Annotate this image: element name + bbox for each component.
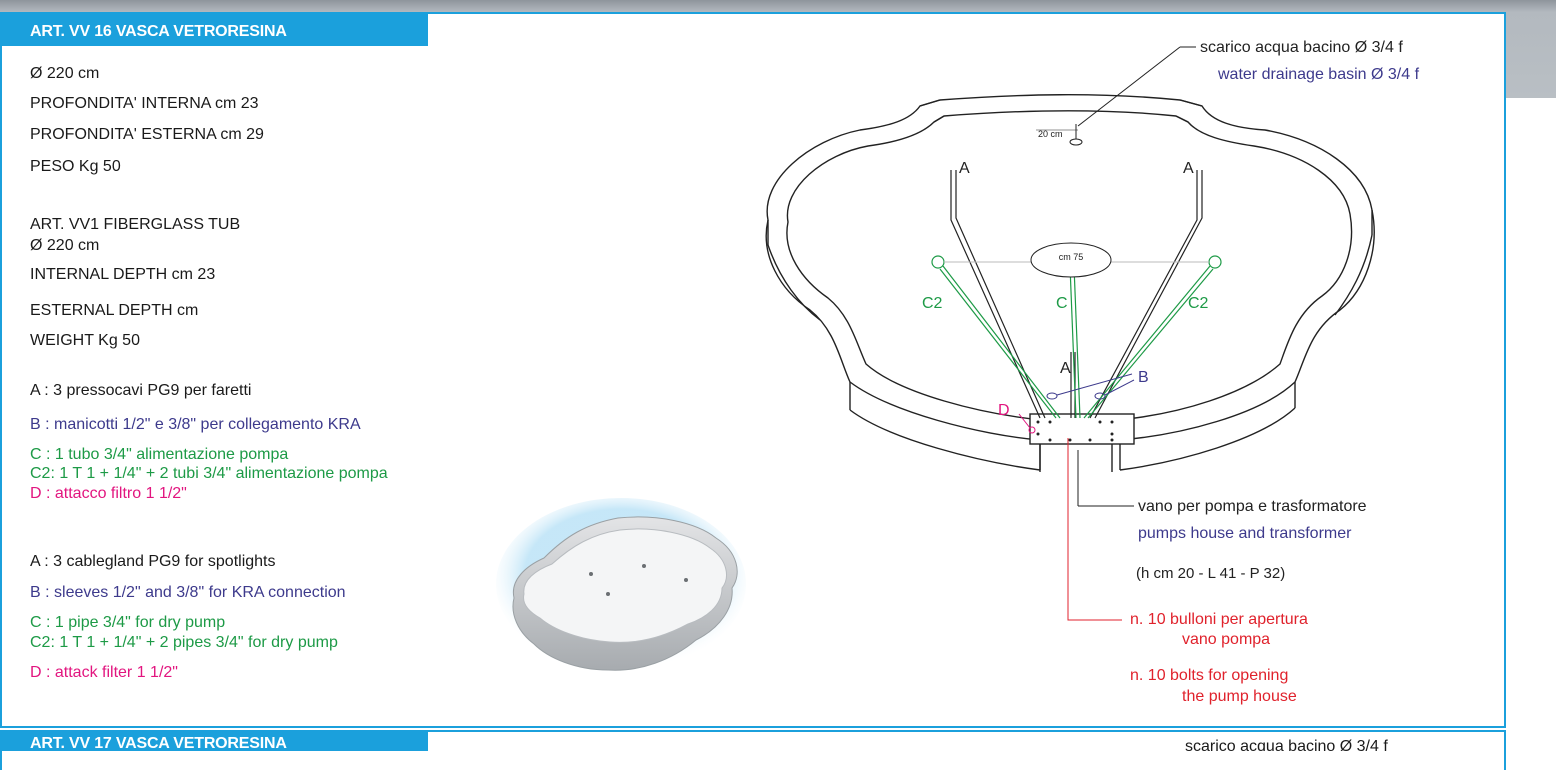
spec-internal-depth-en: INTERNAL DEPTH cm 23: [30, 266, 216, 283]
label-c: C: [1056, 295, 1068, 312]
dim-20-label: 20 cm: [1038, 129, 1063, 139]
legend-c2-it: C2: 1 T 1 + 1/4" + 2 tubi 3/4" alimentaz…: [30, 465, 388, 482]
label-d: D: [998, 402, 1010, 419]
label-a-center: A: [1060, 360, 1071, 377]
pump-house-bolts: [1036, 420, 1114, 442]
sleeves-b: [1046, 373, 1135, 400]
dim-75-bubble: [1030, 242, 1112, 278]
drain-label-en: water drainage basin Ø 3/4 f: [1217, 66, 1420, 83]
spec-internal-depth: PROFONDITA' INTERNA cm 23: [30, 95, 259, 112]
drain-hole: [1069, 138, 1083, 146]
spec-weight: PESO Kg 50: [30, 158, 121, 175]
legend-c-en: C : 1 pipe 3/4" for dry pump: [30, 614, 226, 631]
drain-label-it: scarico acqua bacino Ø 3/4 f: [1200, 39, 1403, 56]
pump-house-dims: (h cm 20 - L 41 - P 32): [1136, 565, 1285, 582]
legend-c2-en: C2: 1 T 1 + 1/4" + 2 pipes 3/4" for dry …: [30, 634, 338, 651]
label-b: B: [1138, 369, 1149, 386]
pump-house-label-en: pumps house and transformer: [1138, 525, 1352, 542]
pump-feed-pipes: [931, 255, 1222, 419]
product-panel-vv16: [0, 12, 1506, 728]
spec-article-en: ART. VV1 FIBERGLASS TUB: [30, 216, 241, 233]
legend-d-en: D : attack filter 1 1/2": [30, 664, 178, 681]
product-title-vv17: ART. VV 17 VASCA VETRORESINA: [0, 732, 428, 751]
legend-a-it: A : 3 pressocavi PG9 per faretti: [30, 382, 252, 399]
spotlight-pipes: [950, 170, 1203, 419]
tub-technical-diagram: cm 75 20 cm A A A C2 C C2 B D scarico ac…: [765, 39, 1420, 705]
product-photo: [496, 498, 746, 671]
bolts-leader: [1067, 438, 1122, 621]
tub-outline: [765, 94, 1375, 472]
drain-leader: [1077, 46, 1181, 127]
dim-75-label: cm 75: [1059, 252, 1084, 262]
label-c2-left: C2: [922, 295, 943, 312]
legend-a-en: A : 3 cablegland PG9 for spotlights: [30, 553, 276, 570]
legend-b-en: B : sleeves 1/2" and 3/8" for KRA connec…: [30, 584, 346, 601]
product-title-vv16: ART. VV 16 VASCA VETRORESINA: [0, 14, 428, 46]
filter-attachment-d: [1028, 426, 1036, 434]
label-a-left: A: [959, 160, 970, 177]
label-a-right: A: [1183, 160, 1194, 177]
legend-d-it: D : attacco filtro 1 1/2": [30, 485, 187, 502]
bolts-label-en-line1: n. 10 bolts for opening: [1130, 667, 1288, 684]
drain-label-it-partial: scarico acqua bacino Ø 3/4 f: [1185, 738, 1388, 751]
label-c2-right: C2: [1188, 295, 1209, 312]
legend-b-it: B : manicotti 1/2" e 3/8" per collegamen…: [30, 416, 361, 433]
bolts-label-en-line2: the pump house: [1182, 688, 1297, 705]
pump-house-label-it: vano per pompa e trasformatore: [1138, 498, 1367, 515]
bolts-label-it-line2: vano pompa: [1182, 631, 1270, 648]
bolts-label-it-line1: n. 10 bulloni per apertura: [1130, 611, 1308, 628]
spec-external-depth: PROFONDITA' ESTERNA cm 29: [30, 126, 264, 143]
spec-diameter: Ø 220 cm: [30, 65, 100, 82]
spec-external-depth-en: ESTERNAL DEPTH cm: [30, 302, 199, 319]
spec-diameter-en: Ø 220 cm: [30, 237, 100, 254]
legend-c-it: C : 1 tubo 3/4" alimentazione pompa: [30, 446, 289, 463]
spec-weight-en: WEIGHT Kg 50: [30, 332, 140, 349]
